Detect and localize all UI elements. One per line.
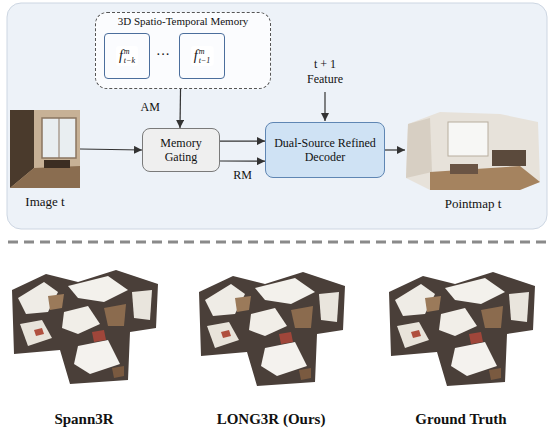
box-label: Memory Gating — [149, 136, 213, 165]
caption: Spann3R — [54, 411, 113, 428]
input-image: Image t — [10, 110, 80, 188]
feature-map: fmt−k — [104, 33, 150, 79]
math-label: fmt−k — [116, 46, 138, 66]
edge-label: RM — [233, 168, 252, 183]
index-stack: mt−k — [124, 47, 135, 65]
arrow — [179, 89, 181, 128]
group-title: 3D Spatio-Temporal Memory — [96, 15, 270, 27]
arrow — [385, 149, 405, 150]
caption: LONG3R (Ours) — [217, 411, 326, 428]
arrow — [220, 140, 265, 141]
math-symbol: f — [119, 48, 123, 64]
index-stack: mt−1 — [199, 47, 211, 65]
result-image: Ground Truth — [385, 270, 537, 387]
output-pointmap: Pointmap t — [405, 110, 541, 190]
process-box: Memory Gating — [142, 128, 220, 172]
result-image: LONG3R (Ours) — [195, 270, 347, 387]
input-label: t + 1 Feature — [300, 57, 350, 87]
caption: Ground Truth — [415, 411, 506, 428]
subscript: t−1 — [199, 56, 211, 65]
caption: Image t — [25, 194, 64, 210]
superscript: m — [124, 47, 135, 56]
arrow — [220, 160, 265, 161]
feature-map: fmt−1 — [179, 33, 225, 79]
result-image: Spann3R — [8, 268, 160, 385]
ellipsis: ··· — [148, 46, 178, 64]
box-label: Dual-Source Refined Decoder — [272, 136, 378, 165]
edge-label: AM — [141, 99, 160, 114]
memory-group: fmt−kfmt−13D Spatio-Temporal Memory — [95, 12, 271, 89]
caption: Pointmap t — [445, 196, 502, 212]
process-box: Dual-Source Refined Decoder — [265, 122, 385, 178]
arrow — [80, 149, 142, 150]
subscript: t−k — [124, 56, 135, 65]
superscript: m — [199, 47, 211, 56]
math-symbol: f — [194, 48, 198, 64]
math-label: fmt−1 — [191, 46, 214, 66]
